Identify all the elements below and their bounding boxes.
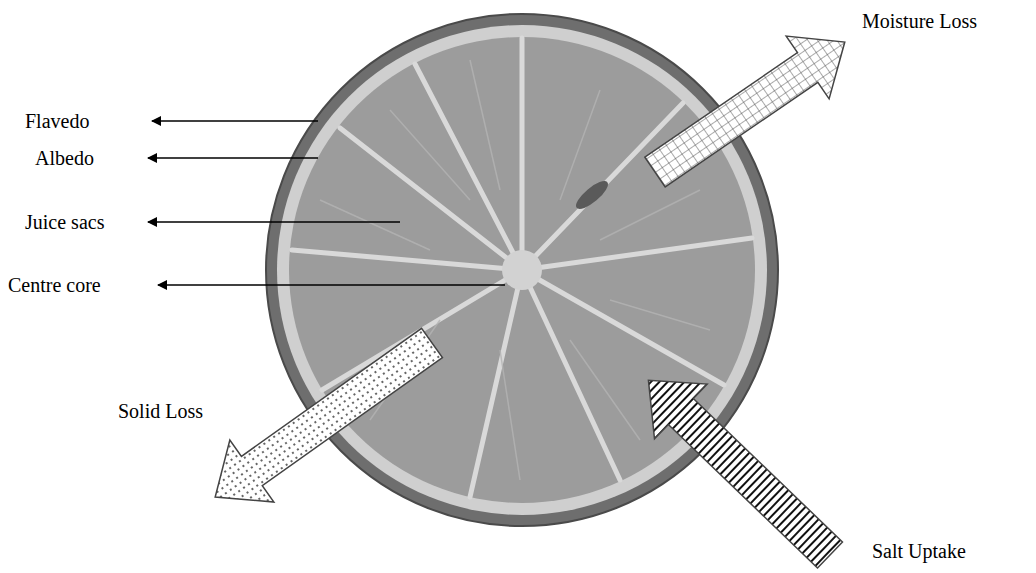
process-label: Solid Loss <box>118 400 203 422</box>
process-label: Salt Uptake <box>872 540 966 562</box>
part-label: Albedo <box>35 147 94 169</box>
leader-lines <box>148 121 505 285</box>
part-label: Flavedo <box>25 110 89 132</box>
solid-loss-arrow <box>193 312 454 528</box>
moisture-loss-arrow <box>634 11 867 204</box>
salt-uptake-arrow <box>622 353 856 573</box>
part-label: Juice sacs <box>25 211 104 233</box>
process-label: Moisture Loss <box>862 10 977 32</box>
part-label: Centre core <box>8 274 101 296</box>
